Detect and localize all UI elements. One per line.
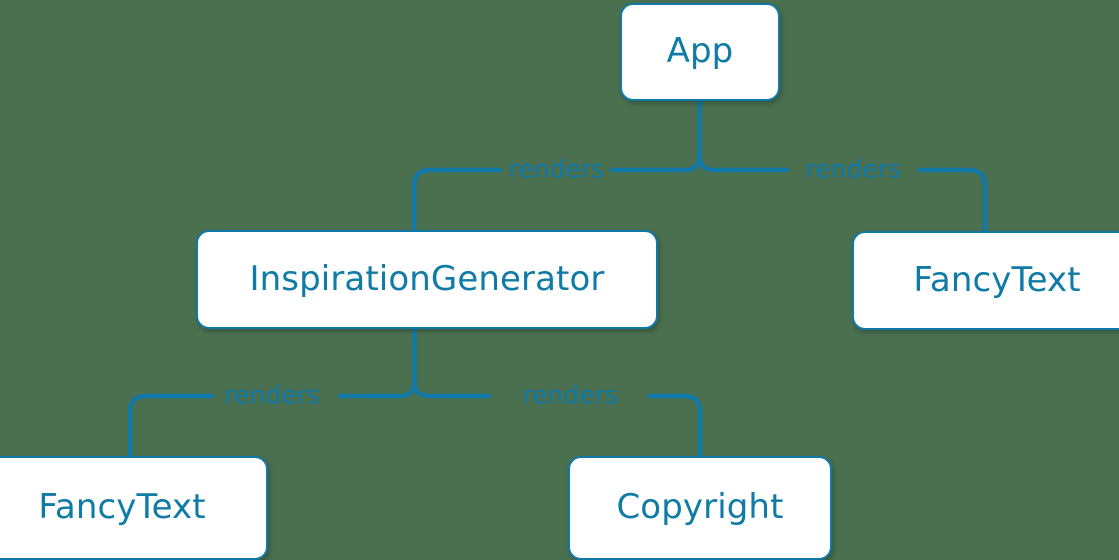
- node-fancytext-bottom[interactable]: FancyText: [0, 456, 268, 560]
- edge-app-to-inspiration-generator: [609, 153, 702, 173]
- edge-app-to-fancytext-right-tail: [917, 167, 988, 234]
- edge-label-app-to-fancytext-right: renders: [805, 154, 901, 184]
- node-fancytext-right-label: FancyText: [913, 259, 1081, 300]
- node-inspiration-generator-label: InspirationGenerator: [249, 258, 605, 299]
- node-fancytext-right[interactable]: FancyText: [852, 231, 1119, 330]
- edge-label-inspiration-generator-to-copyright: renders: [522, 380, 618, 410]
- node-inspiration-generator[interactable]: InspirationGenerator: [196, 230, 658, 329]
- node-fancytext-bottom-label: FancyText: [38, 487, 206, 527]
- node-app-label: App: [666, 31, 734, 71]
- edge-inspiration-generator-to-copyright: [412, 379, 492, 399]
- node-copyright[interactable]: Copyright: [568, 456, 832, 560]
- edge-label-app-to-inspiration-generator: renders: [508, 154, 604, 184]
- edge-inspiration-generator-to-copyright-tail: [647, 393, 703, 459]
- edge-inspiration-generator-to-fancytext-bottom: [337, 379, 417, 399]
- edge-inspiration-generator-to-fancytext-bottom-tail: [127, 393, 215, 459]
- edge-label-inspiration-generator-to-fancytext-bottom: renders: [224, 380, 320, 410]
- edge-app-to-inspiration-generator-tail: [411, 167, 503, 233]
- edge-app-to-fancytext-right: [697, 153, 790, 173]
- node-app[interactable]: App: [620, 3, 780, 101]
- node-copyright-label: Copyright: [616, 487, 784, 527]
